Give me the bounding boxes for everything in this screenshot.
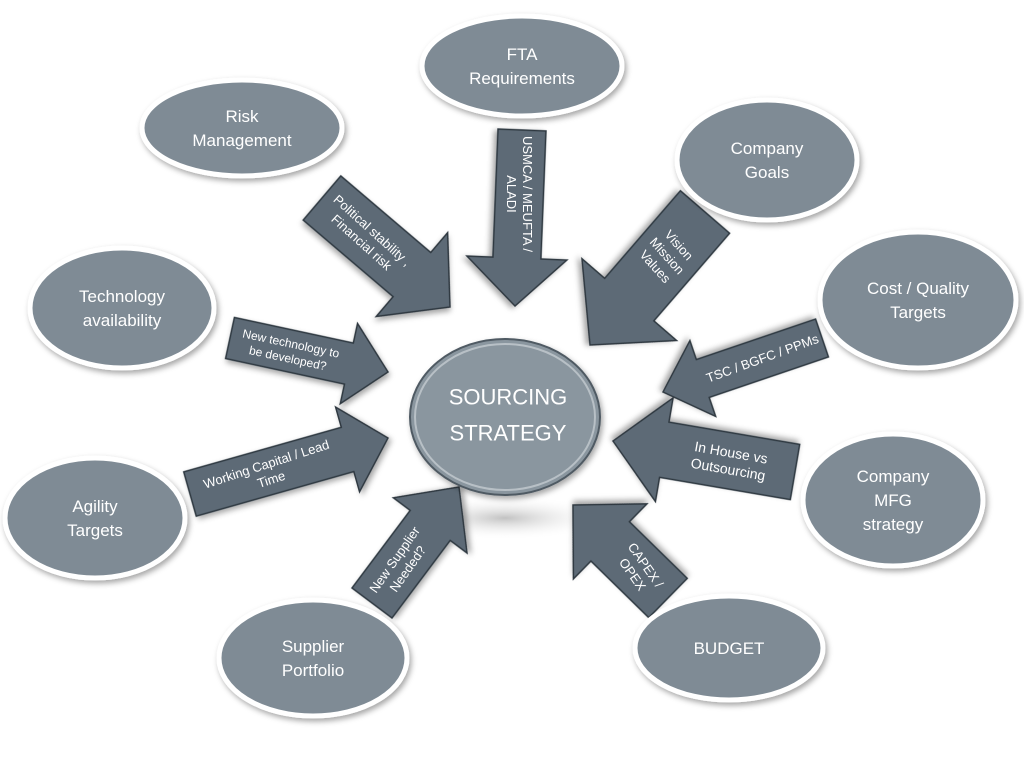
node-ellipse [632, 593, 826, 703]
node-label-line: Cost / Quality [867, 279, 970, 298]
node-label-line: Management [192, 131, 292, 150]
node-tech: Technology availability [27, 245, 217, 371]
node-ellipse [800, 431, 986, 569]
node-label-line: Company [731, 139, 804, 158]
arrow-shape [465, 128, 569, 308]
node-ellipse [817, 229, 1019, 371]
node-label-line: Portfolio [282, 661, 344, 680]
arrow-shape [611, 396, 801, 504]
node-ellipse [2, 455, 188, 581]
arrow-label-group: USMCA / MEUFTA /ALADI [504, 136, 535, 252]
arrow-shape [182, 405, 389, 518]
arrow-shape [302, 174, 451, 318]
node-label-line: MFG [874, 491, 912, 510]
node-label-line: Agility [72, 497, 118, 516]
center-node: SOURCING STRATEGY [409, 338, 601, 496]
arrow-capital: Working Capital / LeadTime [182, 405, 389, 518]
node-label-line: BUDGET [694, 639, 765, 658]
arrow-shape [224, 316, 390, 406]
arrow-inhouse: In House vsOutsourcing [611, 396, 801, 504]
node-ellipse [27, 245, 217, 371]
node-label-line: Targets [890, 303, 946, 322]
node-label-line: Supplier [282, 637, 345, 656]
node-budget: BUDGET [632, 593, 826, 703]
arrow-label: USMCA / MEUFTA /ALADI [504, 136, 535, 252]
node-label: FTA Requirements [469, 45, 575, 88]
center-label: SOURCING STRATEGY [449, 385, 568, 446]
node-label-line: Technology [79, 287, 166, 306]
center-label-line: SOURCING [449, 385, 568, 410]
node-label-line: Requirements [469, 69, 575, 88]
node-label-line: Company [857, 467, 930, 486]
arrow-label-line: ALADI [504, 175, 519, 213]
node-ellipse [674, 97, 860, 223]
node-label-line: Risk [225, 107, 259, 126]
arrow-usmca: USMCA / MEUFTA /ALADI [465, 128, 569, 308]
arrow-political: Political stability ,Financial risk [302, 174, 451, 318]
node-label: Technology availability [79, 287, 166, 330]
node-label-line: strategy [863, 515, 924, 534]
arrow-shape [350, 486, 468, 620]
node-ellipse [139, 77, 345, 179]
arrow-label-line: USMCA / MEUFTA / [520, 136, 535, 252]
arrow-vision: VisionMissionValues [581, 189, 731, 346]
node-label-line: availability [83, 311, 162, 330]
center-ring [414, 343, 596, 491]
center-ellipse [409, 338, 601, 496]
node-label-line: Targets [67, 521, 123, 540]
arrow-shape [572, 503, 689, 619]
arrow-tsc: TSC / BGFC / PPMs [661, 318, 830, 418]
arrow-shape [581, 189, 731, 346]
center-label-line: STRATEGY [450, 421, 567, 446]
node-fta: FTA Requirements [419, 13, 625, 119]
node-ellipse [216, 597, 410, 719]
arrow-capex: CAPEX /OPEX [572, 503, 689, 619]
node-label: BUDGET [694, 639, 765, 658]
arrow-shape [661, 318, 830, 418]
node-ellipse [419, 13, 625, 119]
node-label-line: FTA [507, 45, 539, 64]
node-label-line: Goals [745, 163, 789, 182]
arrow-newtech: New technology tobe developed? [224, 316, 390, 406]
